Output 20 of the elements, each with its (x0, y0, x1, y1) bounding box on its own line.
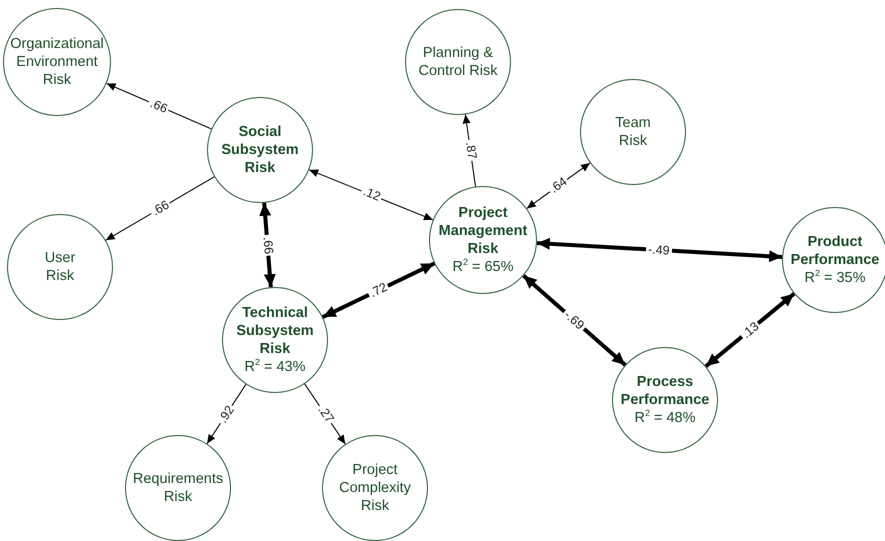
path-arrow (462, 114, 476, 188)
path-arrow (259, 202, 276, 288)
r-squared-value: R$^{2}$ = 35% (804, 269, 866, 287)
node-title: Process Performance (620, 373, 710, 409)
node-title: Planning & Control Risk (418, 44, 498, 80)
node-title: User Risk (44, 249, 76, 285)
edge-label: -.49 (646, 242, 672, 258)
node-title: Organizational Environment Risk (10, 35, 104, 89)
r-squared-value: R$^{2}$ = 48% (634, 409, 696, 427)
node-title: Product Performance (790, 233, 880, 269)
node-title: Social Subsystem Risk (220, 123, 300, 177)
r-squared-value: R$^{2}$ = 43% (244, 358, 306, 376)
node-title: Team Risk (614, 114, 652, 150)
node-title: Project Management Risk (438, 204, 528, 258)
path-arrow (704, 292, 796, 368)
node-title: Technical Subsystem Risk (235, 304, 315, 358)
node-title: Project Complexity Risk (338, 461, 412, 515)
r-squared-value: R$^{2}$ = 65% (452, 258, 514, 276)
node-title: Requirements Risk (132, 470, 224, 506)
path-arrow (536, 238, 782, 262)
